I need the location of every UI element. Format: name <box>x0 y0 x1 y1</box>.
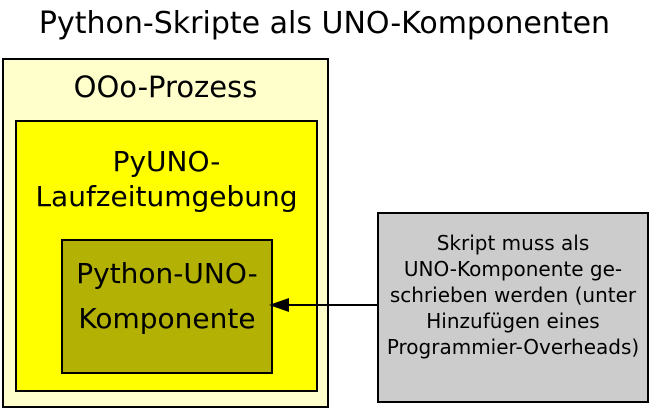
diagram-title: Python-Skripte als UNO-Komponenten <box>38 6 611 41</box>
pyuno-runtime-box: PyUNO- Laufzeitumgebung Python-UNO- Komp… <box>15 120 318 392</box>
annotation-text: Skript muss als UNO-Komponente ge- schri… <box>386 231 640 359</box>
annotation-arrow-head-icon <box>269 298 289 312</box>
python-uno-component-box: Python-UNO- Komponente <box>61 239 273 374</box>
annotation-box: Skript muss als UNO-Komponente ge- schri… <box>377 212 649 403</box>
annotation-arrow-line <box>282 304 377 306</box>
python-uno-component-label: Python-UNO- Komponente <box>76 257 258 335</box>
ooo-process-label: OOo-Prozess <box>73 70 258 104</box>
pyuno-runtime-label: PyUNO- Laufzeitumgebung <box>35 145 298 213</box>
ooo-process-box: OOo-Prozess PyUNO- Laufzeitumgebung Pyth… <box>2 58 329 408</box>
